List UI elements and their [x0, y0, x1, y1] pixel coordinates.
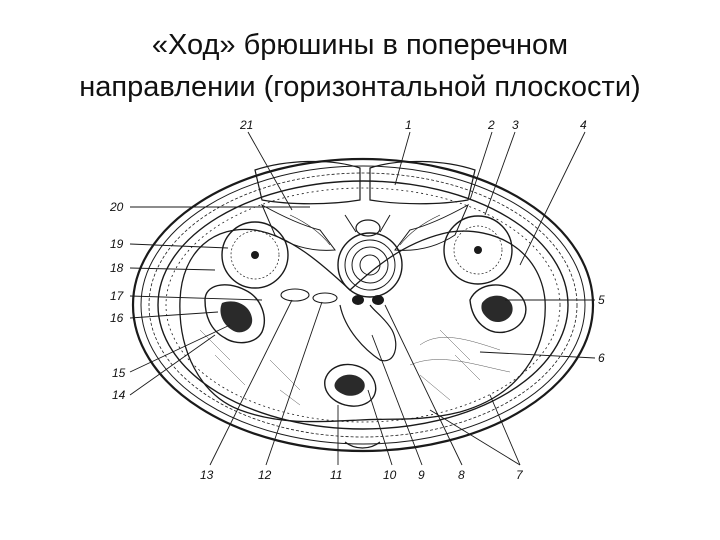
label-11: 11	[330, 468, 342, 482]
right-kidney	[443, 215, 513, 285]
label-17: 17	[110, 289, 125, 303]
root-of-mesentery	[280, 288, 397, 362]
label-12: 12	[258, 468, 272, 482]
label-9: 9	[418, 468, 425, 482]
label-8: 8	[458, 468, 465, 482]
label-20: 20	[109, 200, 124, 214]
anterior-wall-notch	[344, 441, 381, 449]
label-3: 3	[512, 118, 519, 132]
label-18: 18	[110, 261, 124, 275]
label-13: 13	[200, 468, 214, 482]
label-19: 19	[110, 237, 124, 251]
cavity-shading	[199, 329, 511, 406]
label-5: 5	[598, 293, 605, 307]
label-6: 6	[598, 351, 605, 365]
slide-title: «Ход» брюшины в поперечном направлении (…	[20, 24, 700, 108]
title-line-2: направлении (горизонтальной плоскости)	[79, 71, 641, 103]
ascending-colon	[469, 284, 527, 334]
body-wall	[131, 157, 595, 453]
label-1: 1	[405, 118, 412, 132]
label-16: 16	[110, 311, 124, 325]
descending-colon	[204, 284, 265, 344]
small-intestine	[324, 363, 377, 407]
label-7: 7	[516, 468, 524, 482]
label-10: 10	[383, 468, 397, 482]
vertebra	[337, 214, 403, 298]
left-kidney	[221, 221, 289, 289]
label-21: 21	[239, 118, 253, 132]
label-2: 2	[487, 118, 495, 132]
label-14: 14	[112, 388, 126, 402]
label-4: 4	[580, 118, 587, 132]
label-15: 15	[112, 366, 126, 380]
leader-lines	[129, 131, 596, 466]
title-line-1: «Ход» брюшины в поперечном	[151, 29, 569, 61]
